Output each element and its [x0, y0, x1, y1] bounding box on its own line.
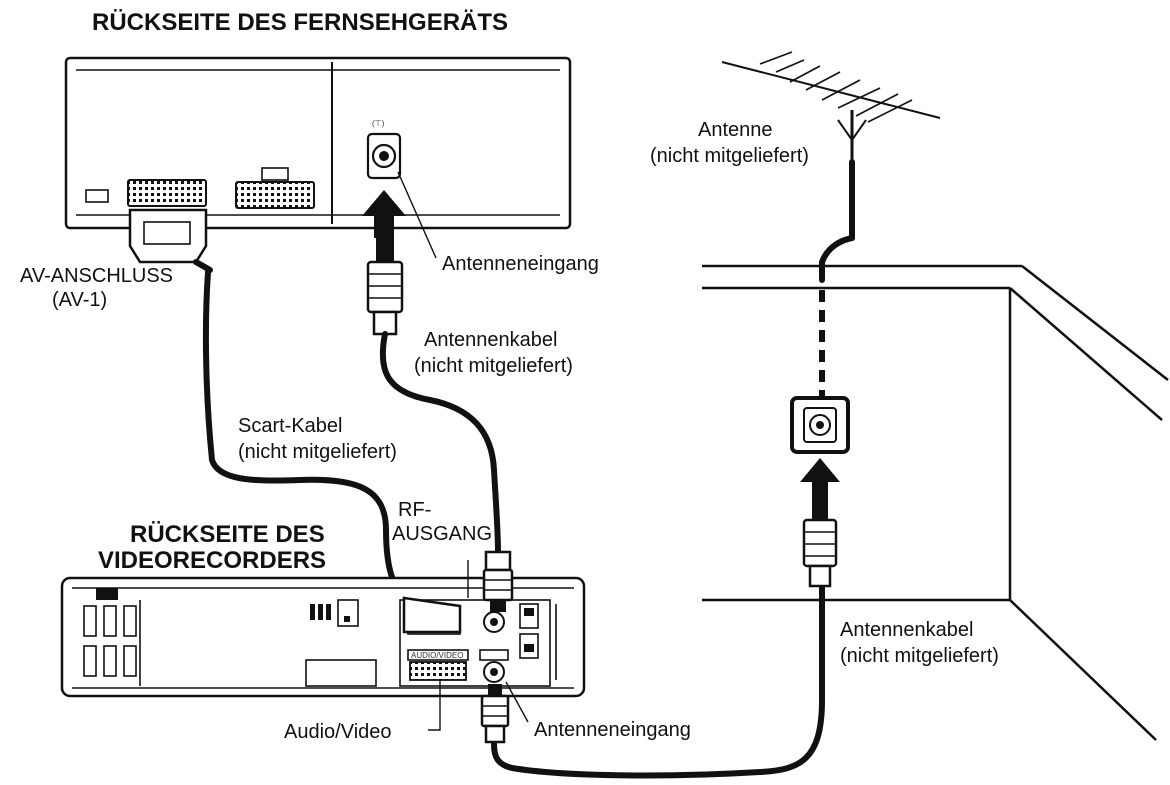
- antenna-icon: [721, 51, 941, 162]
- antenna-cable-tv-sublabel: (nicht mitgeliefert): [414, 355, 573, 377]
- vcr-scart-socket-audio-video: AUDIO/VIDEO: [407, 649, 469, 681]
- vcr-title-line2: VIDEORECORDERS: [98, 547, 326, 574]
- tv-antenna-input-label: Antenneneingang: [442, 253, 599, 275]
- arrow-up-wall-icon: [800, 458, 840, 500]
- antenna-cable-wall-sublabel: (nicht mitgeliefert): [840, 645, 999, 667]
- antenna-cable-wall: [491, 583, 825, 779]
- antenna-sublabel: (nicht mitgeliefert): [650, 145, 809, 167]
- vcr-rf-out-socket: [483, 611, 505, 633]
- arrow-up-icon: [362, 190, 406, 238]
- scart-plug-vcr-icon: [402, 596, 462, 634]
- vcr-antenna-input-label: Antenneneingang: [534, 719, 691, 741]
- tv-title: RÜCKSEITE DES FERNSEHGERÄTS: [92, 9, 508, 36]
- antenna-mast: [819, 159, 855, 283]
- tv-scart-socket-av2: [235, 181, 315, 209]
- rf-output-label: RF-: [398, 499, 431, 521]
- antenna-cable-tv: [379, 331, 501, 555]
- rf-output-sublabel: AUSGANG: [392, 523, 492, 545]
- scart-cable: [202, 269, 413, 607]
- tv-antenna-socket: (⊤): [366, 119, 402, 180]
- coax-plug-wall-icon: [802, 500, 838, 588]
- coax-plug-rf-out-icon: [482, 550, 514, 612]
- coax-plug-vcr-in-icon: [480, 684, 510, 744]
- av-connector-sublabel: (AV-1): [52, 289, 107, 311]
- scart-cable-label: Scart-Kabel: [238, 415, 343, 437]
- tv-antenna-symbol: (⊤): [372, 119, 385, 128]
- scart-cable-sublabel: (nicht mitgeliefert): [238, 441, 397, 463]
- vcr-scart-mini-label: AUDIO/VIDEO: [411, 651, 463, 660]
- tv-scart-socket-av1: [127, 179, 207, 207]
- coax-plug-icon: [366, 238, 404, 336]
- antenna-label: Antenne: [698, 119, 773, 141]
- vcr-antenna-in-socket: [479, 649, 509, 683]
- antenna-cable-tv-label: Antennenkabel: [424, 329, 557, 351]
- house-outline: [702, 264, 1169, 741]
- tv-back-panel: (⊤): [64, 56, 572, 230]
- vcr-title-line1: RÜCKSEITE DES: [130, 521, 325, 548]
- audio-video-label: Audio/Video: [284, 721, 392, 743]
- wall-socket-icon: [790, 396, 850, 454]
- scart-plug-icon: [128, 208, 213, 273]
- antenna-cable-wall-label: Antennenkabel: [840, 619, 973, 641]
- av-connector-label: AV-ANSCHLUSS: [20, 265, 173, 287]
